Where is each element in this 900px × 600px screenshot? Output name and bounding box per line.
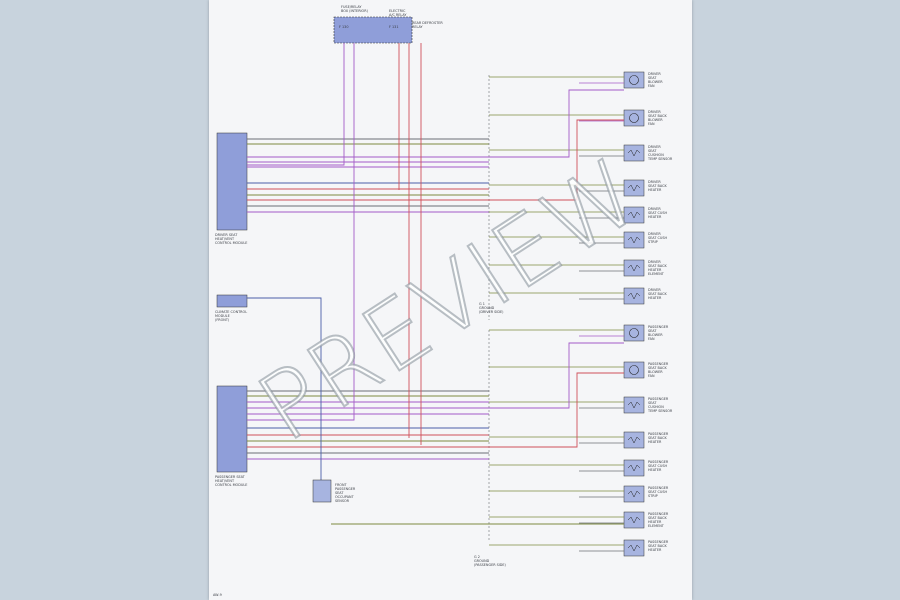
heater-symbol xyxy=(627,464,641,472)
driver-component xyxy=(623,71,645,89)
fan-symbol xyxy=(629,328,639,338)
passenger-occupant-sensor xyxy=(312,479,332,503)
heater-symbol xyxy=(627,292,641,300)
heater-symbol xyxy=(627,490,641,498)
fan-symbol xyxy=(629,365,639,375)
passenger-component xyxy=(623,539,645,557)
module-passenger-seat-module xyxy=(216,385,248,473)
driver-component xyxy=(623,144,645,162)
heater-symbol xyxy=(627,436,641,444)
wire xyxy=(471,372,624,448)
wire xyxy=(471,119,624,201)
heater-symbol xyxy=(627,516,641,524)
fuse-label: F 130 xyxy=(339,25,349,29)
wire xyxy=(471,89,624,158)
fan-symbol xyxy=(629,75,639,85)
driver-component xyxy=(623,287,645,305)
wire xyxy=(471,342,624,409)
passenger-component xyxy=(623,324,645,342)
driver-component xyxy=(623,109,645,127)
heater-symbol xyxy=(627,236,641,244)
wire xyxy=(247,297,322,480)
driver-component xyxy=(623,259,645,277)
passenger-component xyxy=(623,396,645,414)
passenger-component xyxy=(623,361,645,379)
passenger-component xyxy=(623,431,645,449)
wire xyxy=(247,43,345,166)
passenger-component xyxy=(623,511,645,529)
fan-symbol xyxy=(629,113,639,123)
heater-symbol xyxy=(627,264,641,272)
module-driver-seat-module xyxy=(216,132,248,231)
passenger-component xyxy=(623,485,645,503)
fuse-relay-box xyxy=(333,16,413,44)
wire xyxy=(247,43,355,421)
heater-symbol xyxy=(627,149,641,157)
heater-symbol xyxy=(627,544,641,552)
driver-component xyxy=(623,206,645,224)
fuse-label: F 131 xyxy=(389,25,399,29)
heater-symbol xyxy=(627,184,641,192)
heater-symbol xyxy=(627,401,641,409)
driver-component xyxy=(623,231,645,249)
heater-symbol xyxy=(627,211,641,219)
module-climate-control-module xyxy=(216,294,248,308)
footer-code: AW-9 xyxy=(213,593,222,597)
passenger-component xyxy=(623,459,645,477)
driver-component xyxy=(623,179,645,197)
